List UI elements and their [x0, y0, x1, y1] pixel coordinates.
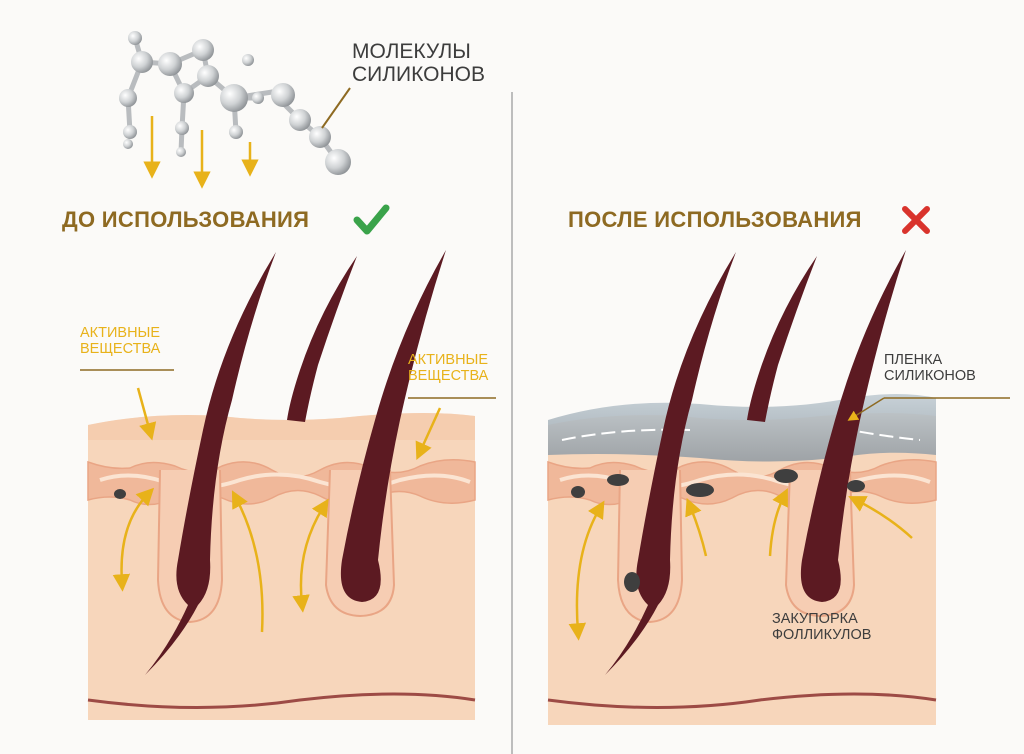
active-substance-arrows-after	[568, 488, 913, 641]
film-pointer	[847, 397, 885, 421]
film-label-line2: СИЛИКОНОВ	[884, 367, 976, 384]
molecule-pointer	[321, 87, 351, 129]
active-label-right-line1: АКТИВНЫЕ	[408, 352, 489, 368]
active-substance-arrows-before	[112, 387, 442, 633]
active-label-left-line1: АКТИВНЫЕ	[80, 325, 161, 341]
molecules-label: МОЛЕКУЛЫ СИЛИКОНОВ	[352, 40, 485, 86]
silicone-film-label: ПЛЕНКА СИЛИКОНОВ	[884, 352, 976, 385]
after-title: ПОСЛЕ ИСПОЛЬЗОВАНИЯ	[568, 207, 862, 232]
active-label-right-line2: ВЕЩЕСТВА	[408, 367, 489, 384]
active-label-left-line2: ВЕЩЕСТВА	[80, 340, 161, 357]
molecules-label-line2: СИЛИКОНОВ	[352, 63, 485, 87]
active-substances-label-left: АКТИВНЫЕ ВЕЩЕСТВА	[80, 325, 161, 358]
silicone-film	[548, 394, 936, 462]
clog-label-line1: ЗАКУПОРКА	[772, 611, 858, 627]
clog-label-line2: ФОЛЛИКУЛОВ	[772, 626, 872, 643]
before-title: ДО ИСПОЛЬЗОВАНИЯ	[62, 207, 310, 232]
skin-cross-section-before	[87, 250, 476, 720]
film-label-line1: ПЛЕНКА	[884, 352, 943, 368]
check-icon	[353, 204, 390, 235]
skin-cross-section-after	[547, 250, 937, 725]
follicle-clog-label: ЗАКУПОРКА ФОЛЛИКУЛОВ	[772, 611, 872, 644]
molecules-label-line1: МОЛЕКУЛЫ	[352, 40, 471, 63]
cross-icon	[902, 206, 930, 234]
active-substances-label-right: АКТИВНЫЕ ВЕЩЕСТВА	[408, 352, 489, 385]
silicone-molecule	[119, 31, 351, 189]
